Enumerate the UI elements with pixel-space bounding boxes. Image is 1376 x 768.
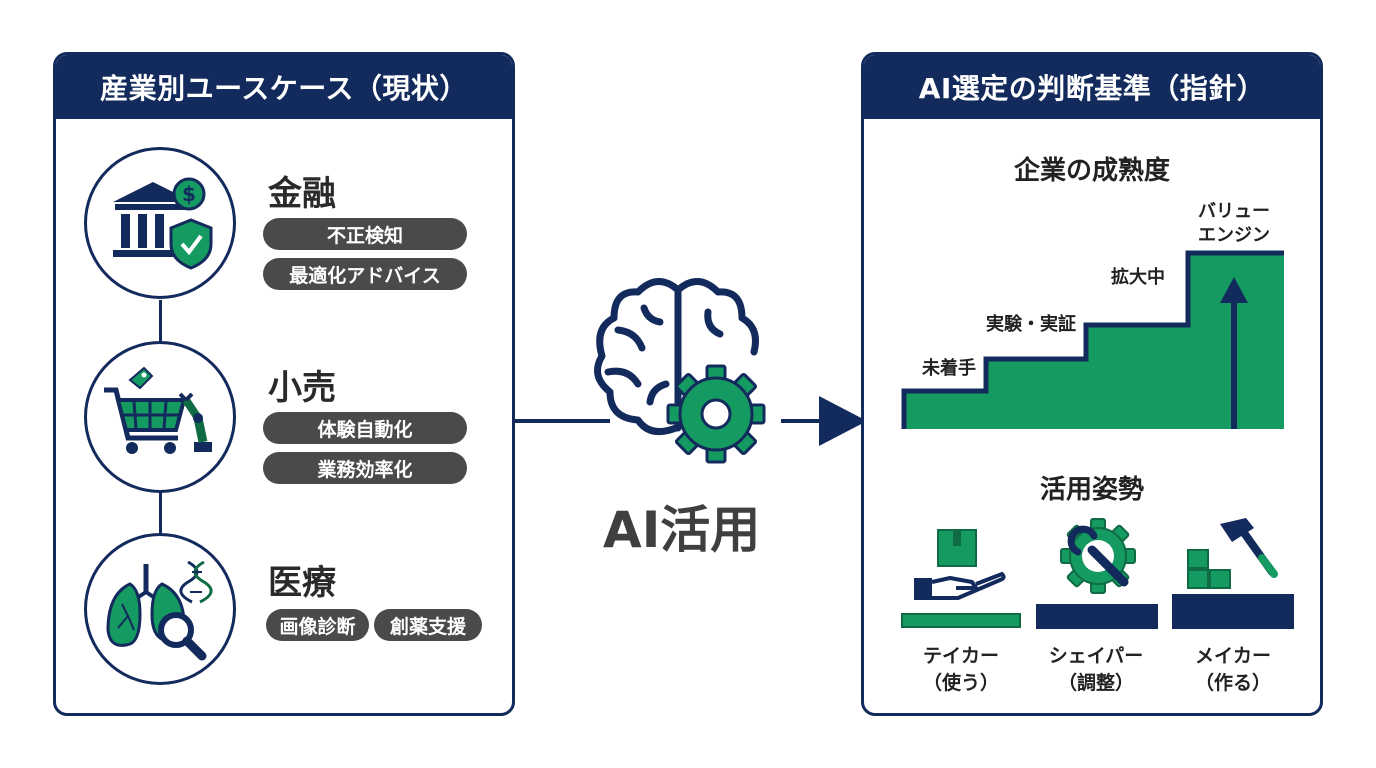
criteria-panel-title: AI選定の判断基準（指針） [864, 55, 1320, 119]
industry-name-finance: 金融 [268, 174, 336, 214]
maturity-step-value-engine: バリュー エンジン [1198, 201, 1270, 246]
role-maker: メイカー （作る） [1168, 643, 1298, 697]
tag-fraud-detection: 不正検知 [263, 218, 467, 250]
tag-operational-efficiency: 業務効率化 [263, 452, 467, 484]
role-maker-name: メイカー [1194, 645, 1271, 667]
maturity-step-experiment: 実験・実証 [986, 314, 1076, 335]
maturity-staircase-chart [901, 250, 1284, 429]
maturity-step-not-started: 未着手 [922, 358, 976, 379]
ai-utilization-label: AI活用 [603, 501, 761, 559]
role-taker-name: テイカー [922, 645, 999, 667]
retail-icon-circle [84, 341, 236, 493]
arrow-right-icon [819, 396, 867, 446]
lungs-dna-magnifier-icon [106, 560, 213, 661]
maker-base-bar [1172, 594, 1294, 629]
role-taker-sub: （使う） [922, 672, 999, 694]
industry-name-retail: 小売 [268, 368, 336, 408]
cart-robot-arm-icon [104, 366, 212, 454]
hand-box-icon [914, 529, 1006, 600]
role-shaper-sub: （調整） [1057, 672, 1134, 694]
role-maker-sub: （作る） [1194, 672, 1271, 694]
role-taker: テイカー （使う） [896, 643, 1026, 697]
role-shaper-name: シェイパー [1048, 645, 1144, 667]
bank-shield-icon: $ [113, 177, 213, 270]
industry-panel-title: 産業別ユースケース（現状） [56, 55, 512, 119]
tag-image-diagnosis: 画像診断 [266, 609, 369, 641]
healthcare-icon-circle [84, 533, 236, 685]
hammer-blocks-icon [1187, 518, 1278, 589]
role-shaper: シェイパー （調整） [1031, 643, 1161, 697]
gear-wrench-icon [1060, 518, 1136, 594]
taker-base-bar [901, 613, 1021, 628]
finance-icon-circle: $ [84, 147, 236, 299]
industry-name-healthcare: 医療 [268, 563, 336, 603]
svg-text:$: $ [182, 182, 196, 206]
shaper-base-bar [1036, 604, 1158, 629]
left-connector-line [515, 419, 610, 423]
tag-drug-discovery-support: 創薬支援 [374, 609, 482, 641]
maturity-section-title: 企業の成熟度 [1013, 156, 1170, 186]
brain-gear-icon [594, 278, 766, 464]
tag-optimization-advice: 最適化アドバイス [263, 258, 467, 290]
right-connector-line [781, 419, 821, 423]
posture-section-title: 活用姿勢 [1039, 475, 1144, 505]
tag-experience-automation: 体験自動化 [263, 412, 467, 444]
maturity-step-scaling: 拡大中 [1111, 267, 1165, 288]
